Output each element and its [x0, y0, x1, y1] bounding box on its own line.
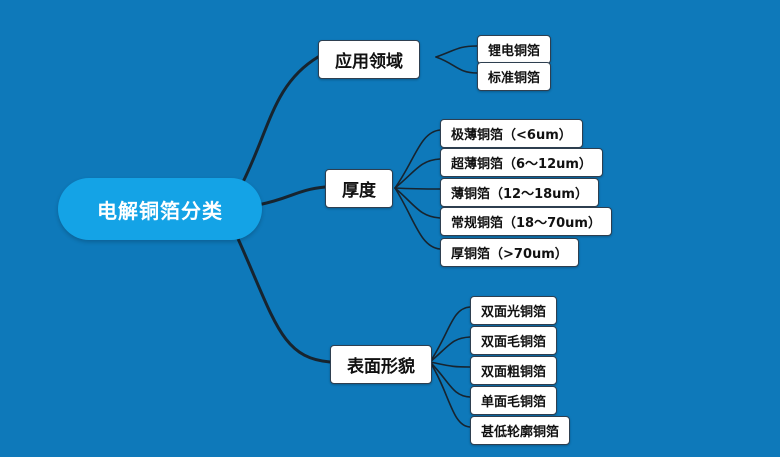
leaf-node-double-side-matte-foil: 双面毛铜箔 [470, 326, 558, 355]
edge-thickness-leaf [394, 187, 441, 219]
edge-thickness-leaf [394, 187, 441, 190]
leaf-node-ultra-thin-foil: 超薄铜箔（6～12um） [440, 148, 603, 177]
leaf-node-very-low-profile-foil: 甚低轮廓铜箔 [470, 416, 571, 445]
leaf-node-thin-foil: 薄铜箔（12～18um） [440, 178, 599, 207]
branch-node-surface-morphology: 表面形貌 [330, 345, 432, 384]
edge-surface-leaf [429, 361, 471, 368]
edge-application-leaf [435, 45, 478, 58]
leaf-node-double-side-shiny-foil: 双面光铜箔 [470, 296, 558, 325]
edge-thickness-leaf [394, 158, 441, 189]
branch-node-thickness: 厚度 [325, 169, 393, 208]
leaf-node-lithium-battery-foil: 锂电铜箔 [477, 35, 552, 64]
edge-root-application [238, 55, 320, 190]
edge-surface-leaf [429, 306, 471, 363]
edge-surface-leaf [429, 361, 471, 428]
edge-application-leaf [435, 56, 478, 74]
edge-root-surface [233, 230, 332, 364]
edge-surface-leaf [429, 361, 471, 398]
leaf-node-extremely-thin-foil: 极薄铜箔（<6um） [440, 119, 583, 148]
edge-thickness-leaf [394, 187, 441, 250]
branch-node-application-field: 应用领域 [318, 40, 420, 79]
root-node-electrolytic-copper-foil-classification: 电解铜箔分类 [58, 178, 262, 240]
leaf-node-regular-foil: 常规铜箔（18～70um） [440, 207, 612, 236]
leaf-node-thick-foil: 厚铜箔（>70um） [440, 238, 579, 267]
leaf-node-standard-foil: 标准铜箔 [477, 62, 552, 91]
leaf-node-double-side-rough-foil: 双面粗铜箔 [470, 356, 558, 385]
leaf-node-single-side-matte-foil: 单面毛铜箔 [470, 386, 558, 415]
edge-surface-leaf [429, 336, 471, 363]
edge-root-thickness [256, 185, 327, 207]
edge-thickness-leaf [394, 129, 441, 189]
